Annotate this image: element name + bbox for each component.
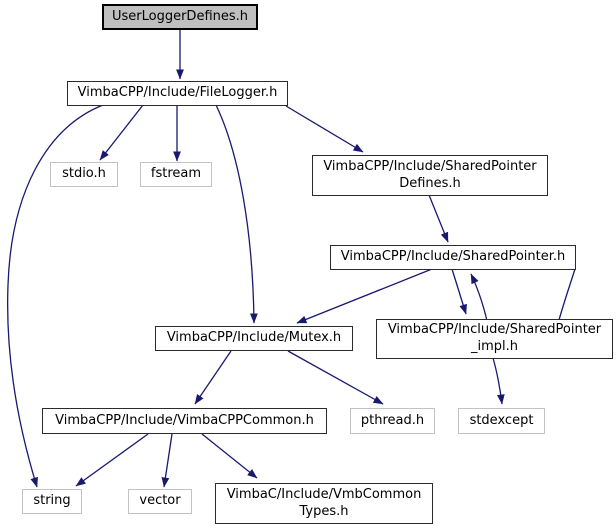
node-sharedpointer-impl-h[interactable]: VimbaCPP/Include/SharedPointer _impl.h: [376, 319, 613, 359]
edge-filelogger-to-sharedpointerdefines: [285, 105, 364, 153]
edge-vimbacppcommon-to-string: [75, 433, 149, 487]
edge-filelogger-to-mutex: [215, 104, 258, 324]
node-stdexcept: stdexcept: [458, 408, 545, 434]
node-fstream: fstream: [140, 162, 212, 187]
node-stdio-h: stdio.h: [50, 162, 118, 187]
node-string: string: [22, 489, 82, 514]
node-filelogger-h[interactable]: VimbaCPP/Include/FileLogger.h: [67, 81, 288, 106]
edge-sharedpointer-to-mutex: [296, 268, 433, 324]
node-pthread-h: pthread.h: [350, 408, 435, 434]
node-vmbcommontypes-h[interactable]: VimbaC/Include/VmbCommon Types.h: [215, 483, 433, 524]
node-sharedpointer-h[interactable]: VimbaCPP/Include/SharedPointer.h: [330, 245, 576, 270]
edge-sharedpointerdefines-to-sharedpointer: [428, 194, 449, 243]
edge-filelogger-to-string: [6, 104, 104, 488]
edge-vimbacppcommon-to-vector: [161, 433, 173, 488]
node-userloggerdefines-h[interactable]: UserLoggerDefines.h: [102, 4, 258, 30]
edge-sharedpointerimpl-to-stdexcept: [492, 357, 505, 405]
node-vector: vector: [128, 489, 192, 514]
edge-filelogger-to-stdio: [99, 104, 144, 161]
node-sharedpointerdefines-h[interactable]: VimbaCPP/Include/SharedPointer Defines.h: [312, 155, 548, 196]
edge-mutex-to-pthread: [287, 350, 384, 405]
edge-mutex-to-vimbacppcommon: [194, 350, 232, 405]
edge-sharedpointer-to-sharedpointerimpl: [451, 268, 467, 315]
node-vimbacppcommon-h[interactable]: VimbaCPP/Include/VimbaCPPCommon.h: [42, 408, 327, 434]
node-mutex-h[interactable]: VimbaCPP/Include/Mutex.h: [155, 326, 353, 351]
edge-vimbacppcommon-to-vmbcommontypes: [201, 433, 258, 479]
